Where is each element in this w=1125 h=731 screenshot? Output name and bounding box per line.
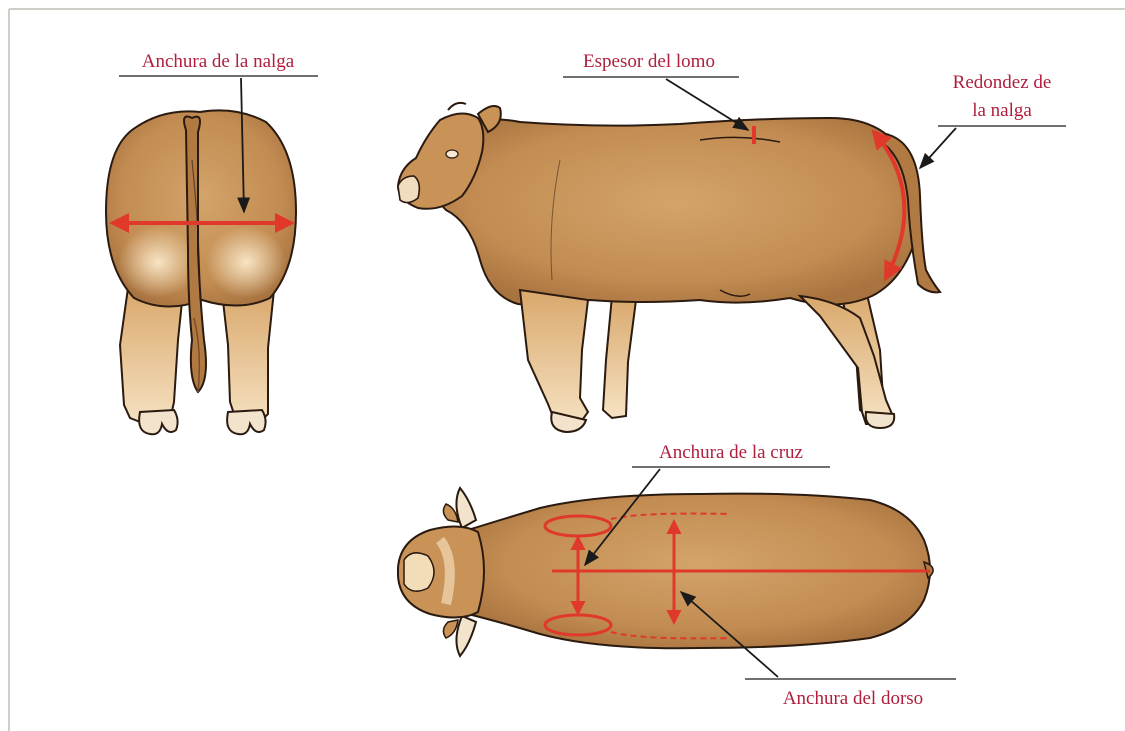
- rump-roundness-label-line1: Redondez de: [953, 72, 1052, 93]
- withers-width-label: Anchura de la cruz: [659, 442, 803, 463]
- rump-roundness-pointer: [920, 128, 956, 168]
- loin-thickness-label: Espesor del lomo: [583, 51, 715, 72]
- rump-roundness-label-line2: la nalga: [972, 100, 1032, 121]
- back-width-label: Anchura del dorso: [783, 688, 923, 709]
- rear-view-cow: [106, 110, 296, 434]
- side-view-cow: [398, 103, 940, 432]
- rump-width-label: Anchura de la nalga: [142, 51, 295, 72]
